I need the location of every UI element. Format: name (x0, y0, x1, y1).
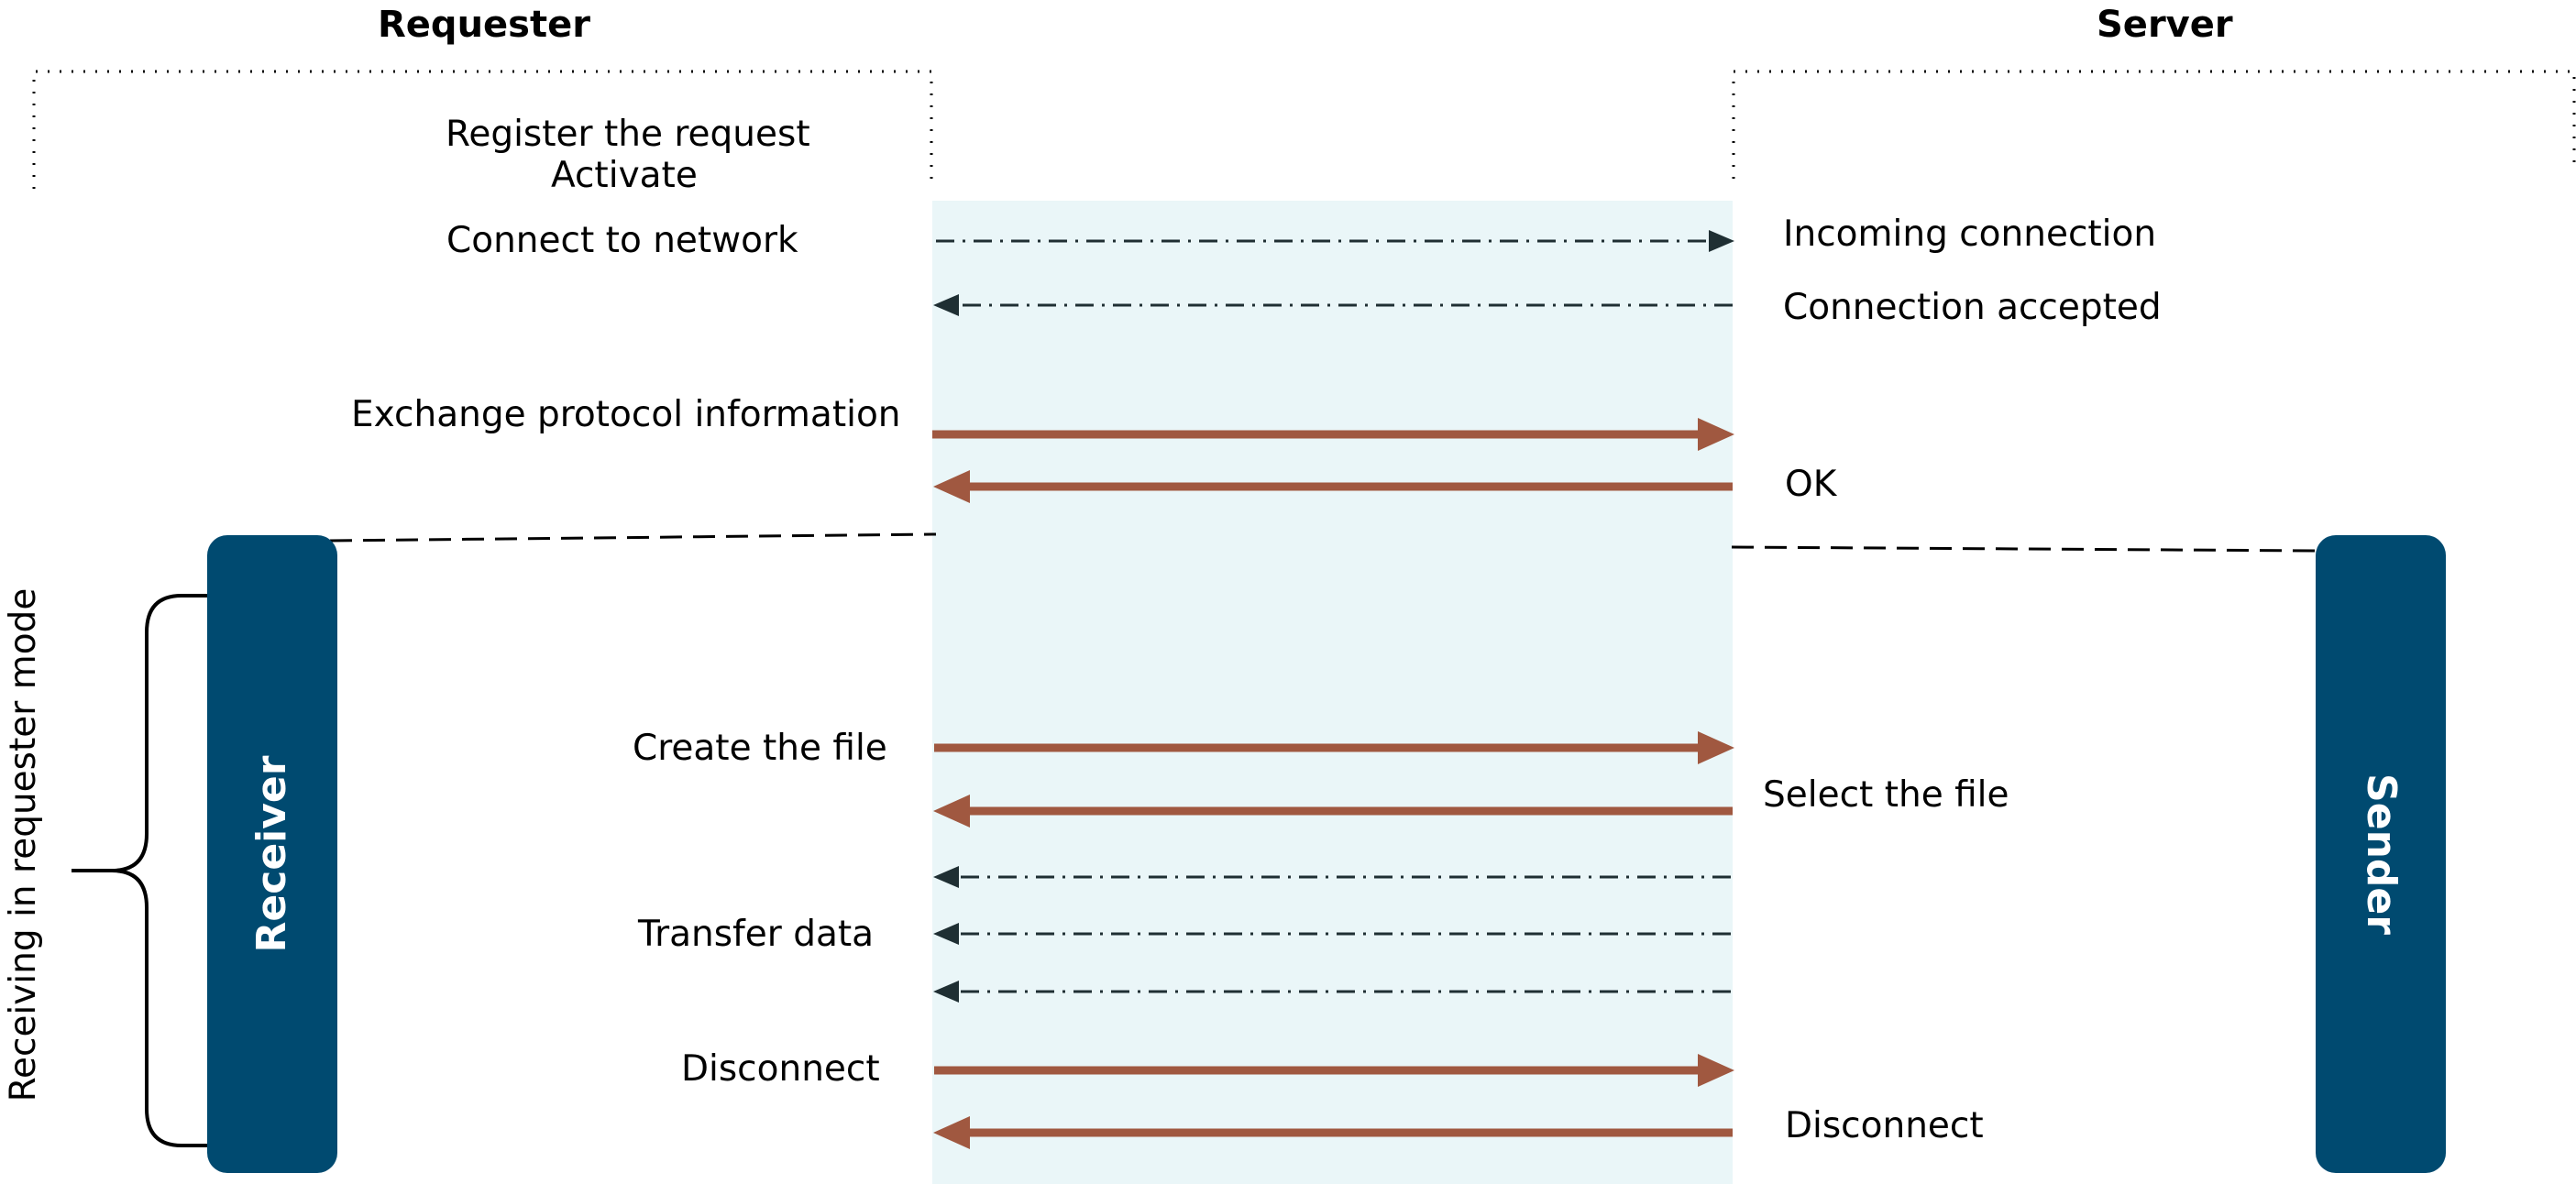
arrow-select-file (933, 795, 1733, 828)
channel-band (932, 201, 1733, 1184)
label-create-file: Create the file (633, 728, 887, 769)
label-transfer-data: Transfer data (638, 914, 875, 955)
receiving-brace (72, 594, 218, 1147)
receiver-bar: Receiver (207, 535, 337, 1173)
arrow-connection-accepted (933, 294, 1733, 316)
sender-connector-line (1731, 545, 2318, 553)
receiving-mode-label: Receiving in requester mode (3, 587, 44, 1102)
arrow-disconnect-request (934, 1054, 1734, 1087)
arrow-transfer-2 (933, 923, 1731, 945)
arrow-exchange (932, 418, 1734, 451)
arrow-transfer-1 (933, 866, 1731, 888)
receiver-label: Receiver (248, 755, 295, 953)
label-disconnect-left: Disconnect (681, 1048, 880, 1090)
label-incoming-connection: Incoming connection (1783, 214, 2157, 255)
arrow-ok (933, 470, 1733, 503)
label-register-request: Register the request (446, 114, 810, 155)
label-connection-accepted: Connection accepted (1783, 287, 2162, 328)
label-disconnect-right: Disconnect (1785, 1105, 1984, 1146)
server-header: Server (2097, 4, 2233, 46)
sender-bar: Sender (2316, 535, 2446, 1173)
sender-label: Sender (2358, 773, 2405, 935)
arrow-connect (936, 230, 1734, 252)
label-ok: OK (1785, 464, 1837, 505)
label-select-file: Select the file (1763, 774, 2009, 816)
arrow-create-file (934, 731, 1734, 764)
requester-header: Requester (378, 4, 590, 46)
receiver-connector-line (329, 532, 937, 543)
server-dotted-outline (1732, 70, 2576, 179)
arrow-transfer-3 (933, 981, 1731, 1003)
arrow-disconnect-reply (933, 1116, 1733, 1149)
label-exchange-protocol: Exchange protocol information (351, 394, 901, 435)
label-activate: Activate (551, 155, 698, 196)
label-connect-network: Connect to network (446, 220, 798, 261)
